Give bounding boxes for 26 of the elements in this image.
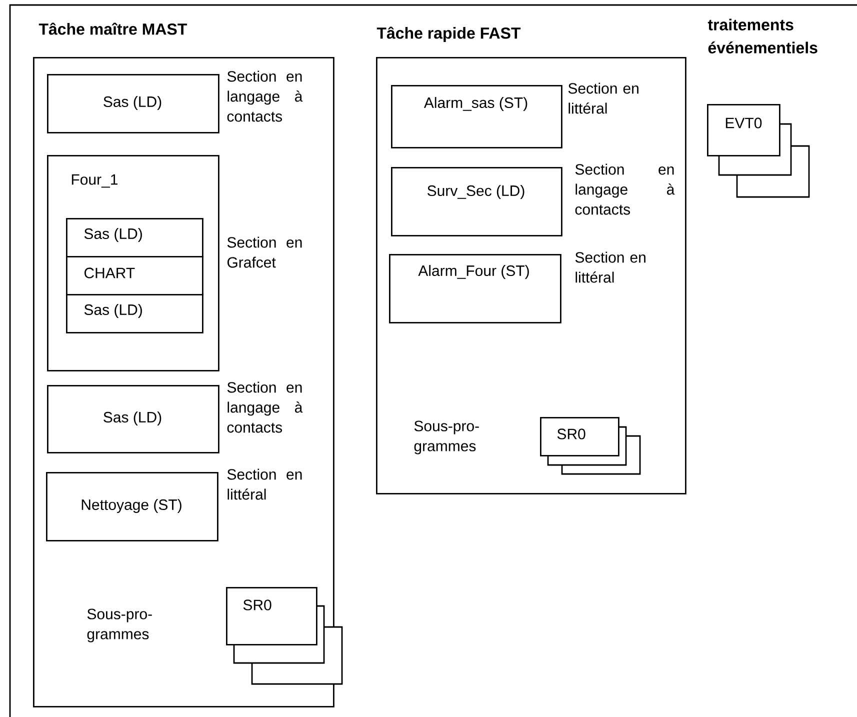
section-box: Alarm_Four (ST) xyxy=(389,254,562,324)
section-box: Surv_Sec (LD) xyxy=(391,167,562,236)
subprogram-label: Sous-pro- grammes xyxy=(414,420,479,454)
stacked-boxes: EVT0 xyxy=(707,104,810,198)
section-note: Section en langage à contacts xyxy=(227,382,303,433)
node-label: SR0 xyxy=(243,600,272,610)
node-label: Tâche rapide FAST xyxy=(376,26,521,42)
section-note: Section en littéral xyxy=(227,468,302,500)
node-label: Tâche maître MAST xyxy=(38,22,187,35)
stacked-boxes: SR0 xyxy=(226,587,343,685)
section-note: Section en littéral xyxy=(568,82,638,114)
section-box: Sas (LD) xyxy=(47,385,220,454)
panel-heading: traitements événementiels xyxy=(708,18,818,54)
section-box: CHART xyxy=(66,256,204,296)
section-note: Section en langage à contacts xyxy=(575,164,675,215)
node-label: EVT0 xyxy=(726,118,762,128)
section-box: Alarm_sas (ST) xyxy=(391,85,562,148)
section-box: Sas (LD) xyxy=(66,294,204,334)
section-note: Section en littéral xyxy=(575,252,646,283)
stacked-boxes: SR0 xyxy=(540,417,641,475)
section-box: Sas (LD) xyxy=(66,218,204,258)
section-note: Section en langage à contacts xyxy=(227,70,303,122)
section-note: Section en Grafcet xyxy=(227,236,302,268)
subprogram-label: Sous-pro- grammes xyxy=(87,608,152,642)
section-box: Sas (LD) xyxy=(47,74,220,134)
section-box: Nettoyage (ST) xyxy=(46,472,218,542)
